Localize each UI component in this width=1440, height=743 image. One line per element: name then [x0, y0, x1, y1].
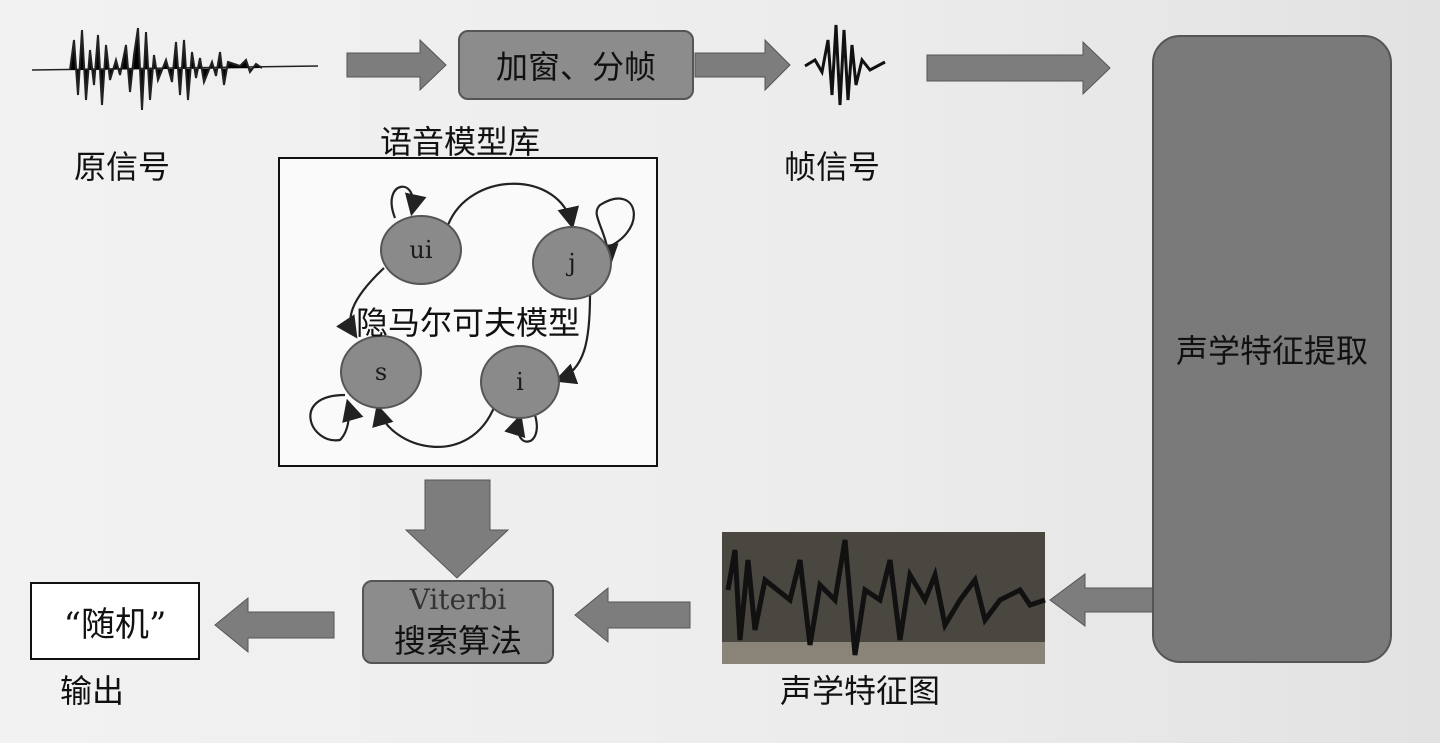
feature-extraction-box: 声学特征提取 — [1152, 35, 1392, 663]
hmm-state-i: i — [480, 345, 560, 419]
windowing-label: 加窗、分帧 — [495, 48, 656, 86]
frame-waveform — [804, 24, 886, 106]
hmm-state-s: s — [340, 335, 422, 409]
feature-map-label: 声学特征图 — [780, 672, 941, 710]
search-algorithm-label: 搜索算法 — [393, 621, 522, 660]
hmm-state-ui: ui — [380, 215, 462, 285]
arrow-signal-to-window — [346, 38, 447, 92]
feature-extraction-label: 声学特征提取 — [1175, 332, 1368, 370]
arrow-feature-to-viterbi — [574, 586, 691, 644]
arrow-window-to-frame — [694, 38, 791, 92]
original-signal-label: 原信号 — [74, 148, 171, 186]
original-waveform — [31, 27, 319, 111]
state-label: ui — [409, 236, 433, 264]
state-label: i — [516, 368, 524, 396]
state-label: j — [568, 249, 576, 277]
frame-signal-label: 帧信号 — [784, 148, 881, 186]
result-label: “随机” — [63, 604, 167, 645]
arrow-model-down — [404, 479, 510, 579]
arrow-extraction-to-feature — [1049, 573, 1156, 627]
arrow-to-output — [214, 596, 335, 654]
viterbi-label: Viterbi — [409, 582, 507, 616]
model-library-label: 语音模型库 — [380, 123, 541, 161]
windowing-box: 加窗、分帧 — [458, 30, 694, 100]
state-label: s — [374, 358, 388, 386]
hmm-label: 隐马尔可夫模型 — [356, 304, 581, 342]
hmm-transitions — [309, 182, 635, 448]
output-label: 输出 — [60, 672, 125, 710]
spectrogram-image — [722, 532, 1046, 664]
arrow-frame-to-extraction — [926, 40, 1111, 96]
hmm-state-j: j — [532, 226, 612, 300]
viterbi-box: Viterbi 搜索算法 — [362, 580, 554, 664]
hmm-box — [278, 157, 658, 467]
output-box: “随机” — [30, 582, 200, 660]
